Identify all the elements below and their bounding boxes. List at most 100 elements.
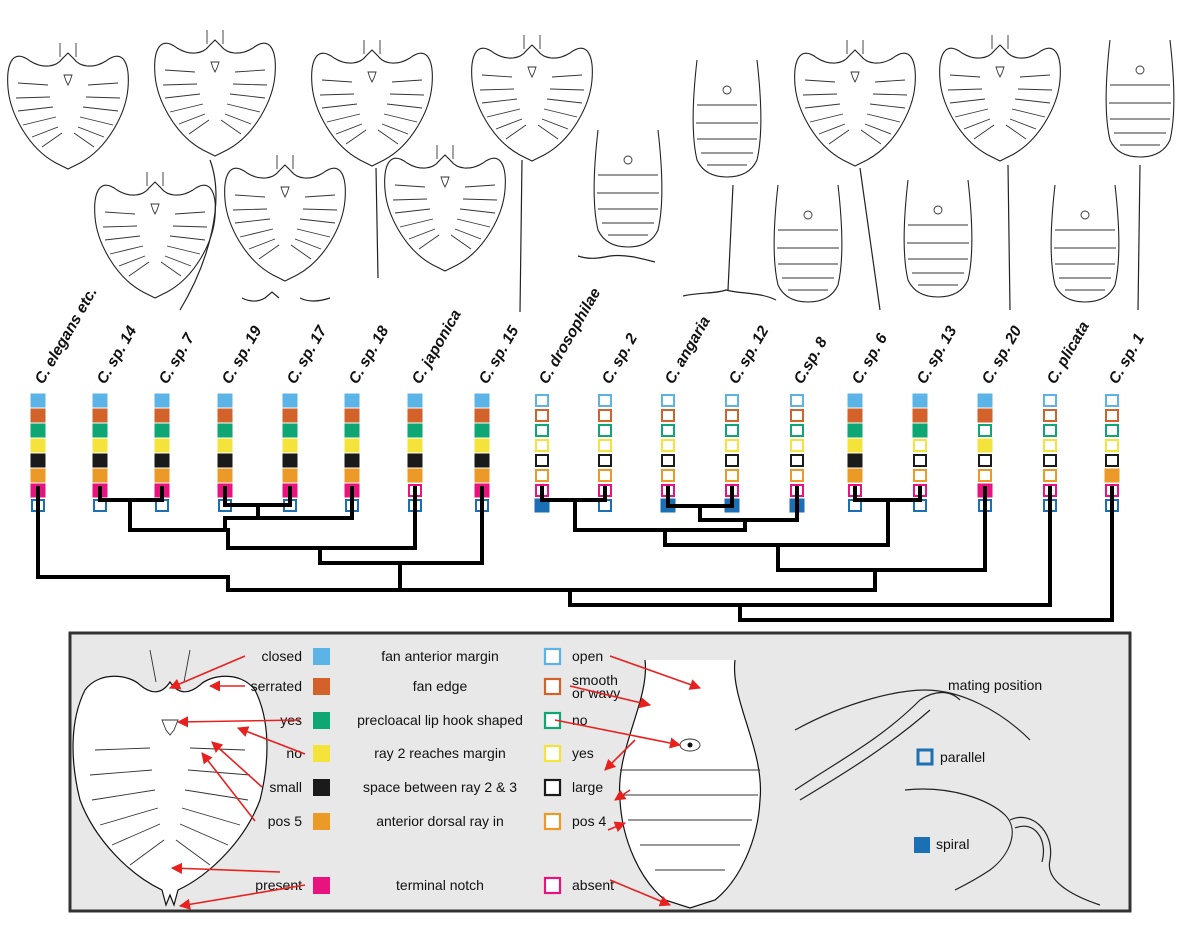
character-state-box (598, 469, 612, 482)
taxon-label: C. sp. 15 (476, 323, 523, 387)
character-state-box (790, 409, 804, 422)
taxon-label: C. angaria (662, 313, 714, 387)
fan-drawing-sp7 (154, 29, 276, 157)
character-state-box (474, 438, 490, 453)
character-state-box (1104, 468, 1120, 483)
legend-arrow (554, 719, 682, 749)
character-state-box (344, 438, 360, 453)
character-state-box (1105, 424, 1119, 437)
legend-trait-name: space between ray 2 & 3 (363, 779, 517, 795)
character-state-box (30, 423, 46, 438)
fan-drawing-group (7, 29, 1175, 303)
taxon-label: C. sp. 2 (599, 330, 641, 387)
character-state-box (30, 438, 46, 453)
fan-drawing-sp15 (471, 34, 593, 162)
character-state-box (913, 439, 927, 452)
fan-drawing-sp14 (94, 171, 216, 299)
legend-filled-swatch (313, 678, 330, 695)
legend-serrated-fan-drawing (72, 649, 268, 907)
character-state-box (725, 409, 739, 422)
mating-position-title: mating position (948, 677, 1042, 693)
character-state-box (30, 393, 46, 408)
legend-arrow (236, 726, 306, 755)
character-state-box (847, 393, 863, 408)
character-state-box (474, 468, 490, 483)
character-state-box (790, 439, 804, 452)
character-column (282, 393, 298, 512)
taxon-label: C. plicata (1044, 318, 1093, 387)
taxon-label: C. sp. 12 (726, 323, 773, 387)
fan-drawing-drosophilae-sp2 (593, 129, 663, 248)
character-state-box (598, 439, 612, 452)
character-state-box (725, 439, 739, 452)
legend-trait-name: ray 2 reaches margin (374, 745, 506, 761)
character-state-box (30, 453, 46, 468)
character-state-box (977, 408, 993, 423)
legend-trait-name: fan anterior margin (381, 648, 499, 664)
taxon-label: C. elegans etc. (32, 284, 101, 387)
character-state-box (978, 469, 992, 482)
character-state-box (978, 424, 992, 437)
character-state-box (30, 408, 46, 423)
legend-open-swatch (543, 744, 562, 763)
character-state-box (154, 453, 170, 468)
taxon-label: C. sp. 20 (979, 323, 1026, 387)
character-state-box (847, 438, 863, 453)
character-state-box (1043, 439, 1057, 452)
legend-filled-state-label: serrated (251, 678, 302, 694)
character-state-box (282, 438, 298, 453)
character-state-box (978, 454, 992, 467)
legend-arrow (607, 821, 627, 833)
character-state-box (977, 393, 993, 408)
legend-trait-name: precloacal lip hook shaped (357, 712, 523, 728)
character-state-box (407, 408, 423, 423)
phylogenetic-tree (36, 486, 1114, 622)
character-state-box (912, 423, 928, 438)
legend-open-swatch (543, 778, 562, 797)
character-state-box (217, 408, 233, 423)
character-state-box (92, 438, 108, 453)
character-column (977, 393, 993, 512)
mating-spiral-swatch (914, 837, 930, 853)
character-state-box (407, 423, 423, 438)
legend-filled-swatch (313, 877, 330, 894)
character-state-box (407, 438, 423, 453)
character-state-box (407, 468, 423, 483)
character-state-box (790, 394, 804, 407)
legend-arrow (609, 655, 702, 690)
character-state-box (474, 423, 490, 438)
character-state-box (912, 393, 928, 408)
legend-open-state-label: pos 4 (572, 813, 606, 829)
legend-filled-state-label: closed (262, 648, 302, 664)
character-state-box (977, 438, 993, 453)
mating-parallel-swatch (916, 748, 934, 766)
character-state-box (913, 454, 927, 467)
character-state-box (217, 393, 233, 408)
character-state-box (661, 409, 675, 422)
legend-open-swatch (543, 812, 562, 831)
taxon-label: C.sp. 8 (791, 334, 831, 387)
character-state-box (217, 438, 233, 453)
drawing-leader-lines (179, 159, 1141, 313)
character-state-box (217, 468, 233, 483)
legend-open-swatch (543, 677, 562, 696)
character-state-box (912, 408, 928, 423)
character-state-box (1105, 394, 1119, 407)
mating-parallel-label: parallel (940, 749, 985, 765)
legend-arrow (178, 884, 306, 910)
character-state-box (282, 453, 298, 468)
character-state-box (725, 454, 739, 467)
character-state-columns (30, 393, 1120, 513)
character-state-box (92, 453, 108, 468)
character-state-box (535, 394, 549, 407)
legend-open-fan-drawing (618, 659, 762, 909)
character-state-box (790, 454, 804, 467)
character-state-box (154, 393, 170, 408)
legend-arrow (168, 655, 246, 690)
mating-parallel-drawing (794, 689, 1031, 801)
legend-arrow (170, 862, 281, 874)
character-state-box (474, 408, 490, 423)
taxon-label: C. sp. 14 (94, 323, 141, 387)
